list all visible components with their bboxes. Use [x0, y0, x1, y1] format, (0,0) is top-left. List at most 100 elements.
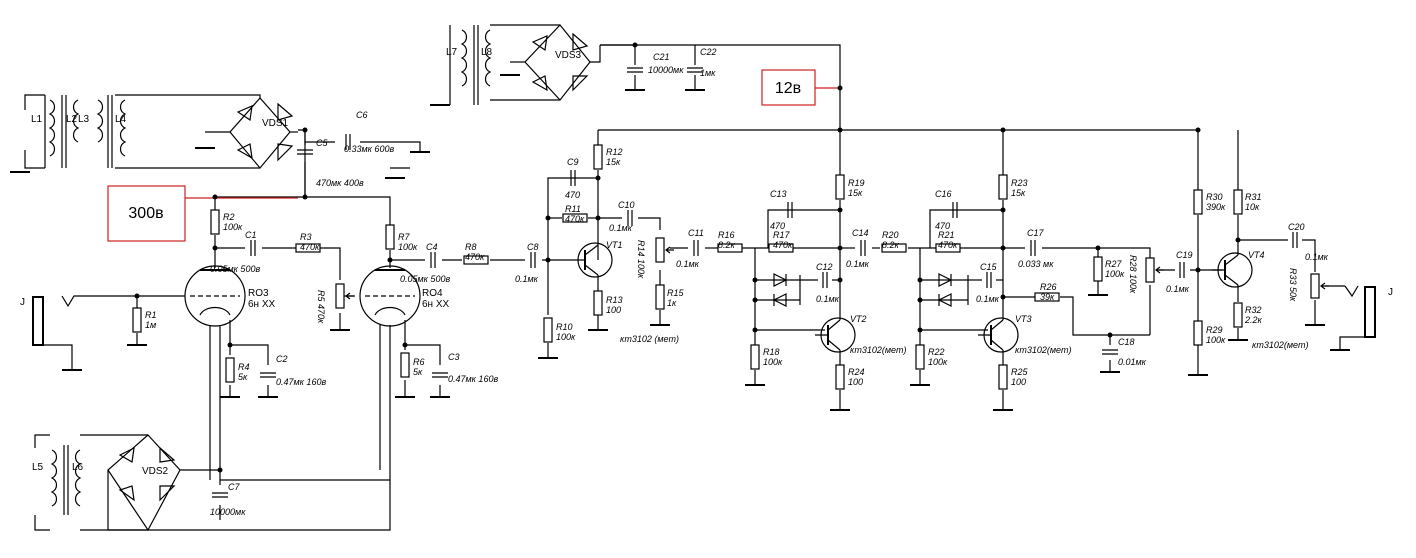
- resistor-r14: R14 100к: [636, 237, 674, 279]
- c15-plates: [986, 272, 992, 288]
- vt4-type: кт3102(мет): [1252, 340, 1308, 350]
- input-jack-body: [32, 296, 44, 346]
- c21-ref: C21: [653, 52, 670, 62]
- r21-ref: R21: [938, 230, 955, 240]
- c1-ref: C1: [245, 230, 257, 240]
- junction-dot: [1000, 245, 1006, 251]
- r23-ref: R23: [1011, 178, 1028, 188]
- r3-value: 470к: [300, 242, 320, 252]
- r3-ref: R3: [300, 232, 312, 242]
- junction-dot: [545, 215, 551, 221]
- junction-dot: [1195, 267, 1201, 273]
- c6-value: 0.33мк 600в: [344, 144, 394, 154]
- c4-ref: C4: [426, 242, 438, 252]
- capacitor-c11: C11 0.1мк: [676, 228, 704, 269]
- r5-wiper: [345, 292, 354, 300]
- r1-body: [132, 307, 142, 333]
- c11-value: 0.1мк: [676, 259, 700, 269]
- r26-ref: R26: [1040, 282, 1057, 292]
- r28-label: R28 100к: [1128, 255, 1138, 294]
- r31-body: [1233, 189, 1243, 215]
- capacitor-c1: C1 0.05мк 500в: [210, 230, 260, 274]
- r10-body: [543, 317, 553, 343]
- junction-dot: [1000, 294, 1006, 300]
- clamp-diodes: [772, 273, 953, 307]
- c22-value: 1мк: [700, 68, 716, 78]
- capacitor-c6: C60.33мк 600в: [344, 110, 394, 154]
- resistor-r33: R33 50к: [1288, 268, 1329, 302]
- r32-body: [1233, 302, 1243, 328]
- c8-plates: [530, 252, 536, 268]
- r16-ref: R16: [718, 230, 735, 240]
- r4-body: [225, 357, 235, 383]
- c4-plates: [430, 252, 436, 268]
- c20-ref: C20: [1288, 222, 1305, 232]
- r27-ref: R27: [1105, 259, 1123, 269]
- c16-value: 470: [935, 221, 950, 231]
- r31-ref: R31: [1245, 192, 1262, 202]
- r31-value: 10к: [1245, 202, 1260, 212]
- resistor-r28: R28 100к: [1128, 255, 1164, 294]
- tube-ro4: RO4 6н XX: [359, 265, 450, 327]
- c21-plates: [627, 67, 643, 73]
- input-jack: J: [20, 295, 80, 370]
- r24-ref: R24: [848, 367, 865, 377]
- c18-plates: [1102, 349, 1118, 355]
- vds1-label: VDS1: [262, 118, 289, 129]
- junction-dot: [1000, 127, 1006, 133]
- c20-plates: [1292, 232, 1298, 248]
- c11-ref: C11: [688, 228, 704, 238]
- junction-dot: [212, 245, 218, 251]
- l4-label: L4: [115, 114, 127, 125]
- r17-ref: R17: [773, 230, 791, 240]
- c18-value: 0.01мк: [1118, 357, 1147, 367]
- r20-ref: R20: [882, 230, 899, 240]
- junction-dot: [917, 277, 923, 283]
- output-jack-body: [1364, 286, 1376, 338]
- r17-value: 470к: [773, 240, 793, 250]
- r11-body: [562, 213, 588, 223]
- r29-ref: R29: [1206, 325, 1223, 335]
- r33-wiper: [1320, 282, 1329, 290]
- clamp-diode: [773, 273, 788, 287]
- l8-label: L8: [481, 47, 493, 58]
- vt1-ref: VT1: [606, 240, 623, 250]
- r22-body: [915, 344, 925, 370]
- l2-label: L2: [66, 114, 78, 125]
- junction-dot: [595, 175, 601, 181]
- junction-dot: [1195, 127, 1201, 133]
- c3-value: 0.47мк 160в: [448, 374, 498, 384]
- junction-dot: [1095, 245, 1101, 251]
- output-jack-label: J: [1388, 287, 1393, 298]
- output-jack: J: [1339, 285, 1393, 350]
- r17-body: [768, 243, 794, 253]
- junction-dot: [1107, 332, 1113, 338]
- c1-value: 0.05мк 500в: [210, 264, 260, 274]
- ro3-type: 6н XX: [248, 299, 276, 310]
- r3-body: [295, 243, 321, 253]
- junction-dot: [752, 327, 758, 333]
- transformer-t1: L1 L2 L3 L4: [24, 94, 127, 169]
- c15-ref: C15: [980, 262, 998, 272]
- r14-body: [655, 237, 665, 263]
- r20-body: [881, 243, 907, 253]
- c19-ref: C19: [1176, 250, 1193, 260]
